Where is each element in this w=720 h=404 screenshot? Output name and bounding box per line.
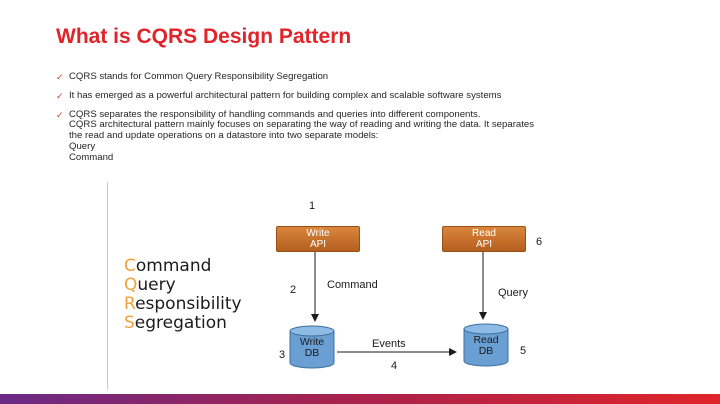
read-db-label: DB <box>478 345 494 357</box>
acronym-rest: esponsibility <box>135 294 242 314</box>
command-label: Command <box>327 279 378 291</box>
acronym-initial: S <box>124 313 135 333</box>
step-number: 6 <box>536 236 543 248</box>
database-icon <box>463 323 509 367</box>
write-db-label: Write <box>299 336 325 348</box>
acronym-row-command: Command <box>124 257 242 276</box>
bullet-item: ✓ CQRS stands for Common Query Responsib… <box>56 71 696 83</box>
bullet-text: CQRS stands for Common Query Responsibil… <box>69 71 329 82</box>
bullet-text: CQRS separates the responsibility of han… <box>69 108 481 120</box>
bullet-item: ✓ CQRS separates the responsibility of h… <box>56 108 696 164</box>
read-api-label: API <box>475 239 493 250</box>
write-api-label: API <box>309 239 327 250</box>
database-icon <box>289 325 335 369</box>
bullet-list: ✓ CQRS stands for Common Query Responsib… <box>56 71 696 172</box>
footer-gradient-bar <box>0 394 720 404</box>
step-number: 4 <box>391 360 398 372</box>
read-api-box: Read API <box>442 226 526 252</box>
bullet-text: CQRS architectural pattern mainly focuse… <box>69 119 535 131</box>
checkmark-icon: ✓ <box>56 72 64 82</box>
bullet-text: the read and update operations on a data… <box>69 130 379 142</box>
write-api-box: Write API <box>276 226 360 252</box>
divider-line <box>107 182 108 390</box>
acronym-initial: Q <box>124 275 138 295</box>
bullet-item: ✓ It has emerged as a powerful architect… <box>56 89 696 102</box>
acronym-row-responsibility: Responsibility <box>124 295 242 314</box>
read-api-label: Read <box>472 228 496 239</box>
acronym-initial: C <box>124 256 136 276</box>
acronym-rest: ommand <box>135 256 212 276</box>
read-db: Read DB <box>463 323 509 367</box>
events-label: Events <box>372 338 406 350</box>
write-db: Write DB <box>289 325 335 369</box>
acronym-row-segregation: Segregation <box>124 314 242 333</box>
step-number: 3 <box>279 349 286 361</box>
cqrs-acronym: Command Query Responsibility Segregation <box>124 257 242 333</box>
read-db-label: Read <box>473 334 499 346</box>
step-number: 1 <box>309 200 316 212</box>
acronym-rest: uery <box>137 275 176 295</box>
write-api-label: Write <box>306 228 330 239</box>
checkmark-icon: ✓ <box>56 90 64 101</box>
slide-title: What is CQRS Design Pattern <box>56 25 352 48</box>
bullet-text: Query <box>69 140 96 152</box>
bullet-text: It has emerged as a powerful architectur… <box>69 89 502 101</box>
step-number: 2 <box>290 284 297 296</box>
acronym-initial: R <box>124 294 136 314</box>
acronym-rest: egregation <box>134 313 227 333</box>
bullet-text: Command <box>69 151 114 163</box>
acronym-row-query: Query <box>124 276 242 295</box>
step-number: 5 <box>520 345 527 357</box>
checkmark-icon: ✓ <box>56 109 64 120</box>
query-label: Query <box>498 287 528 299</box>
write-db-label: DB <box>304 347 320 359</box>
